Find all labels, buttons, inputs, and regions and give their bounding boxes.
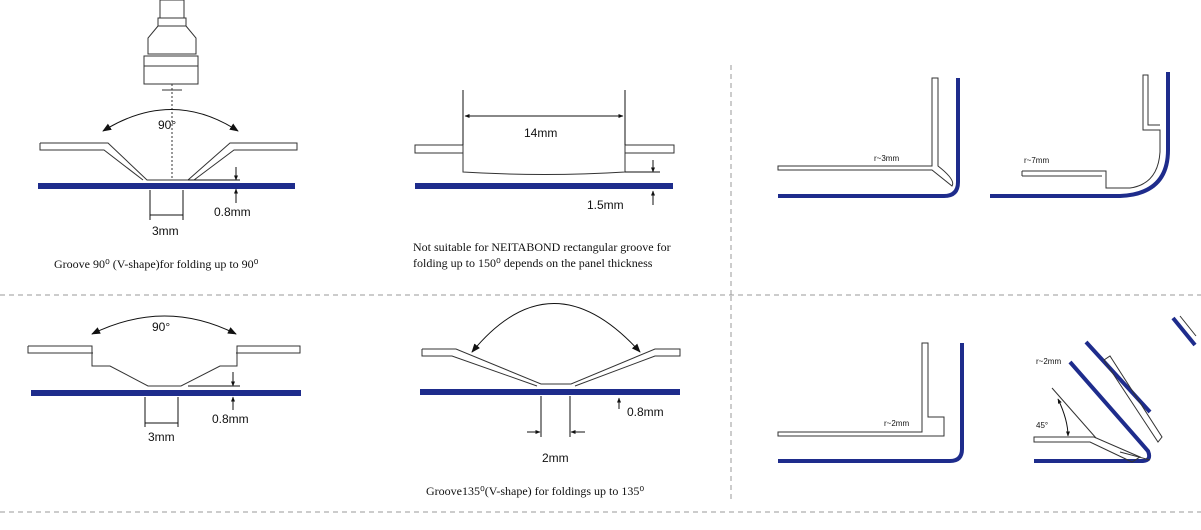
rect-skin-outline <box>414 144 675 175</box>
v90b-depth-label: 0.8mm <box>212 412 249 426</box>
v135-panel <box>420 389 680 395</box>
v135-bottom-label: 2mm <box>542 451 569 465</box>
v90-panel <box>38 183 295 189</box>
v90b-angle-label: 90° <box>152 320 170 334</box>
v90b-bottom-dimension <box>144 397 179 427</box>
v135-bottom-dimension <box>527 396 585 437</box>
bend-r2: r~2mm <box>777 342 964 463</box>
rect-width-dimension <box>462 90 626 145</box>
v90-bottom-dimension <box>149 190 184 220</box>
rect-depth-dimension <box>625 160 660 205</box>
bends-bottom-diagram: r~2mm 45° r~2mm <box>777 315 1197 463</box>
v90-angle-label: 90° <box>158 118 176 132</box>
v90b-panel <box>31 390 301 396</box>
v90b-skin-outline <box>27 345 301 387</box>
v90b-groove-diagram: 90° 0.8mm 3mm <box>27 315 301 444</box>
v90b-depth-dimension <box>188 372 240 410</box>
rect-panel <box>415 183 673 189</box>
rect-caption: Not suitable for NEITABOND rectangular g… <box>413 240 671 270</box>
v90-angle-arc <box>102 109 239 132</box>
v90-depth-dimension <box>188 167 240 203</box>
v90-depth-label: 0.8mm <box>214 205 251 219</box>
bend-r3: r~3mm <box>777 77 960 198</box>
grid-dividers <box>0 65 1201 513</box>
v90-bottom-label: 3mm <box>152 224 179 238</box>
v90-groove-diagram: 90° 0.8mm 3mm <box>38 0 298 238</box>
bend-r2-label: r~2mm <box>884 419 909 428</box>
v135-depth-label: 0.8mm <box>627 405 664 419</box>
rect-groove-diagram: 14mm 1.5mm <box>414 90 675 212</box>
v135-groove-diagram: 0.8mm 2mm <box>420 303 681 465</box>
bend-r2-45-label: r~2mm <box>1036 357 1061 366</box>
router-bit-icon <box>143 0 199 180</box>
bends-top-diagram: r~3mm r~7mm <box>777 72 1170 198</box>
bend-r7: r~7mm <box>990 72 1170 198</box>
v135-caption: Groove135⁰(V-shape) for foldings up to 1… <box>426 484 645 498</box>
bend-r2-45: 45° r~2mm <box>1033 315 1197 463</box>
v135-angle-arc <box>471 303 641 353</box>
v90-caption: Groove 90⁰ (V-shape)for folding up to 90… <box>54 257 259 271</box>
rect-width-label: 14mm <box>524 126 557 140</box>
v90b-bottom-label: 3mm <box>148 430 175 444</box>
rect-depth-label: 1.5mm <box>587 198 624 212</box>
bend-r3-label: r~3mm <box>874 154 899 163</box>
bend-r7-label: r~7mm <box>1024 156 1049 165</box>
v135-skin-outline <box>421 348 681 387</box>
bend-45-label: 45° <box>1036 421 1048 430</box>
bend-45-arc <box>1057 398 1070 437</box>
v90-skin-outline <box>39 142 298 181</box>
v90b-angle-arc <box>91 315 237 335</box>
